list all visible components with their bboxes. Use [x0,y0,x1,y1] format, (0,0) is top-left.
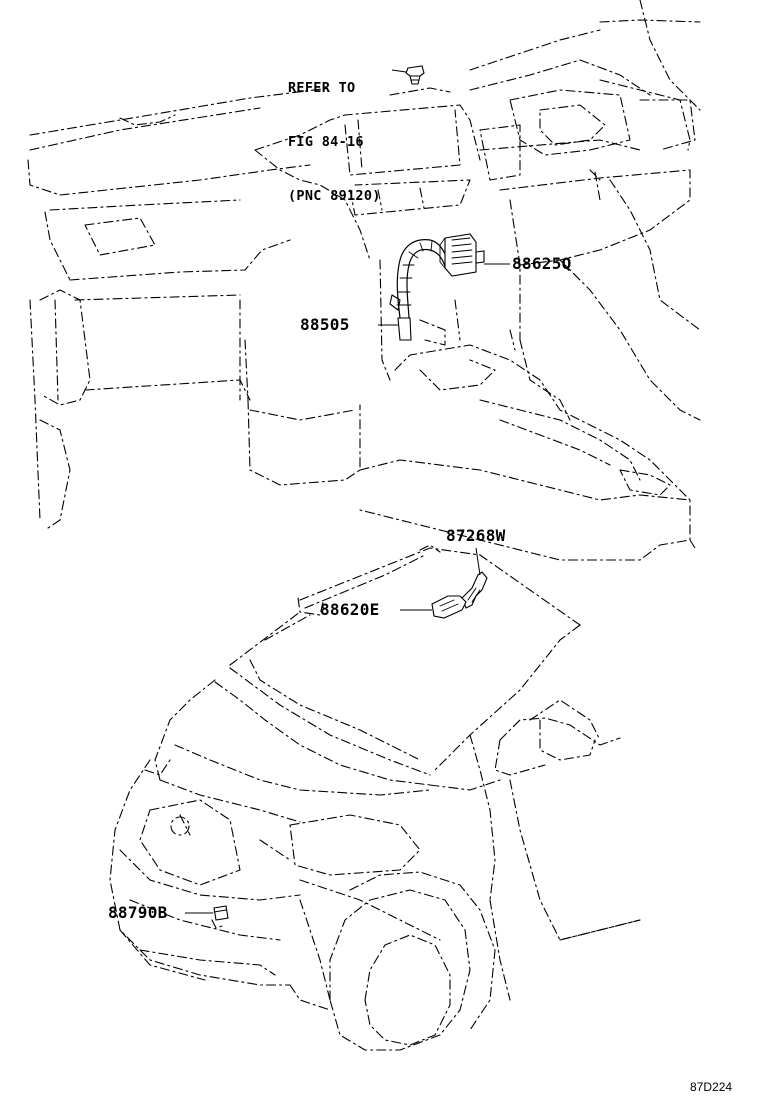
key-fob-88620e [431,595,467,619]
key-87268w [461,571,488,609]
part-label-87268w[interactable]: 87268W [446,526,506,545]
part-label-88505[interactable]: 88505 [300,315,350,334]
illustration-code: 87D224 [690,1080,733,1094]
dashboard-illustration [27,0,701,561]
clip-89120 [405,65,425,85]
part-label-88625q[interactable]: 88625Q [512,254,572,273]
part-label-88620e[interactable]: 88620E [320,600,380,619]
leader-87268w [475,547,481,576]
sensor-88790b [211,905,229,929]
refer-note-line1: REFER TO [288,80,356,96]
refer-note: REFER TO FIG 84-16 (PNC 89120) [288,43,381,223]
part-label-88790b[interactable]: 88790B [108,903,168,922]
harness-88505 [389,239,449,341]
refer-note-line2: FIG 84-16 [288,134,364,150]
refer-leader [391,69,407,73]
refer-note-line3: (PNC 89120) [288,188,381,204]
car-illustration [109,544,641,1051]
connector-88625q [439,233,485,277]
